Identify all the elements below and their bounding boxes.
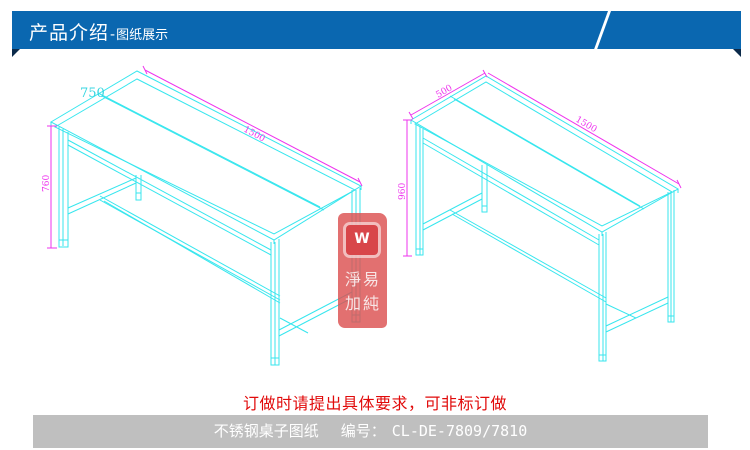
section-title-separator: - bbox=[110, 27, 116, 43]
watermark-line-1: 淨易 bbox=[344, 270, 381, 289]
brand-logo-icon: W bbox=[346, 225, 378, 255]
right-height-dimension: 960 bbox=[398, 183, 408, 200]
custom-order-note: 订做时请提出具体要求，可非标订做 bbox=[242, 394, 507, 413]
banner-fold-left bbox=[12, 49, 20, 57]
section-title-main: 产品介绍 bbox=[29, 22, 110, 44]
right-length-dimension: 1500 bbox=[574, 115, 599, 135]
caption-label: 不锈钢桌子图纸 bbox=[213, 422, 319, 440]
watermark-line-2: 加純 bbox=[344, 294, 381, 313]
left-table-dimensions bbox=[47, 65, 363, 249]
brand-watermark-stamp: W 淨易 加純 bbox=[338, 213, 387, 328]
caption-bar: 不锈钢桌子图纸 编号： CL-DE-7809/7810 bbox=[33, 415, 708, 448]
left-length-dimension: 1500 bbox=[242, 125, 267, 145]
code-label: 编号： bbox=[340, 422, 386, 440]
right-table-drawing bbox=[410, 75, 680, 362]
section-title: 产品介绍-图纸展示 bbox=[29, 18, 168, 45]
right-width-dimension: 500 bbox=[435, 83, 455, 100]
section-header-banner: 产品介绍-图纸展示 bbox=[12, 11, 741, 57]
right-table-dimensions bbox=[403, 69, 682, 257]
left-table-drawing bbox=[49, 70, 363, 366]
watermark-text: 淨易 加純 bbox=[341, 268, 385, 316]
left-height-dimension: 760 bbox=[42, 175, 52, 192]
section-title-sub: 图纸展示 bbox=[116, 28, 169, 43]
product-code: CL-DE-7809/7810 bbox=[391, 422, 528, 440]
left-width-dimension: 750 bbox=[80, 86, 105, 101]
banner-fold-right bbox=[733, 49, 741, 57]
